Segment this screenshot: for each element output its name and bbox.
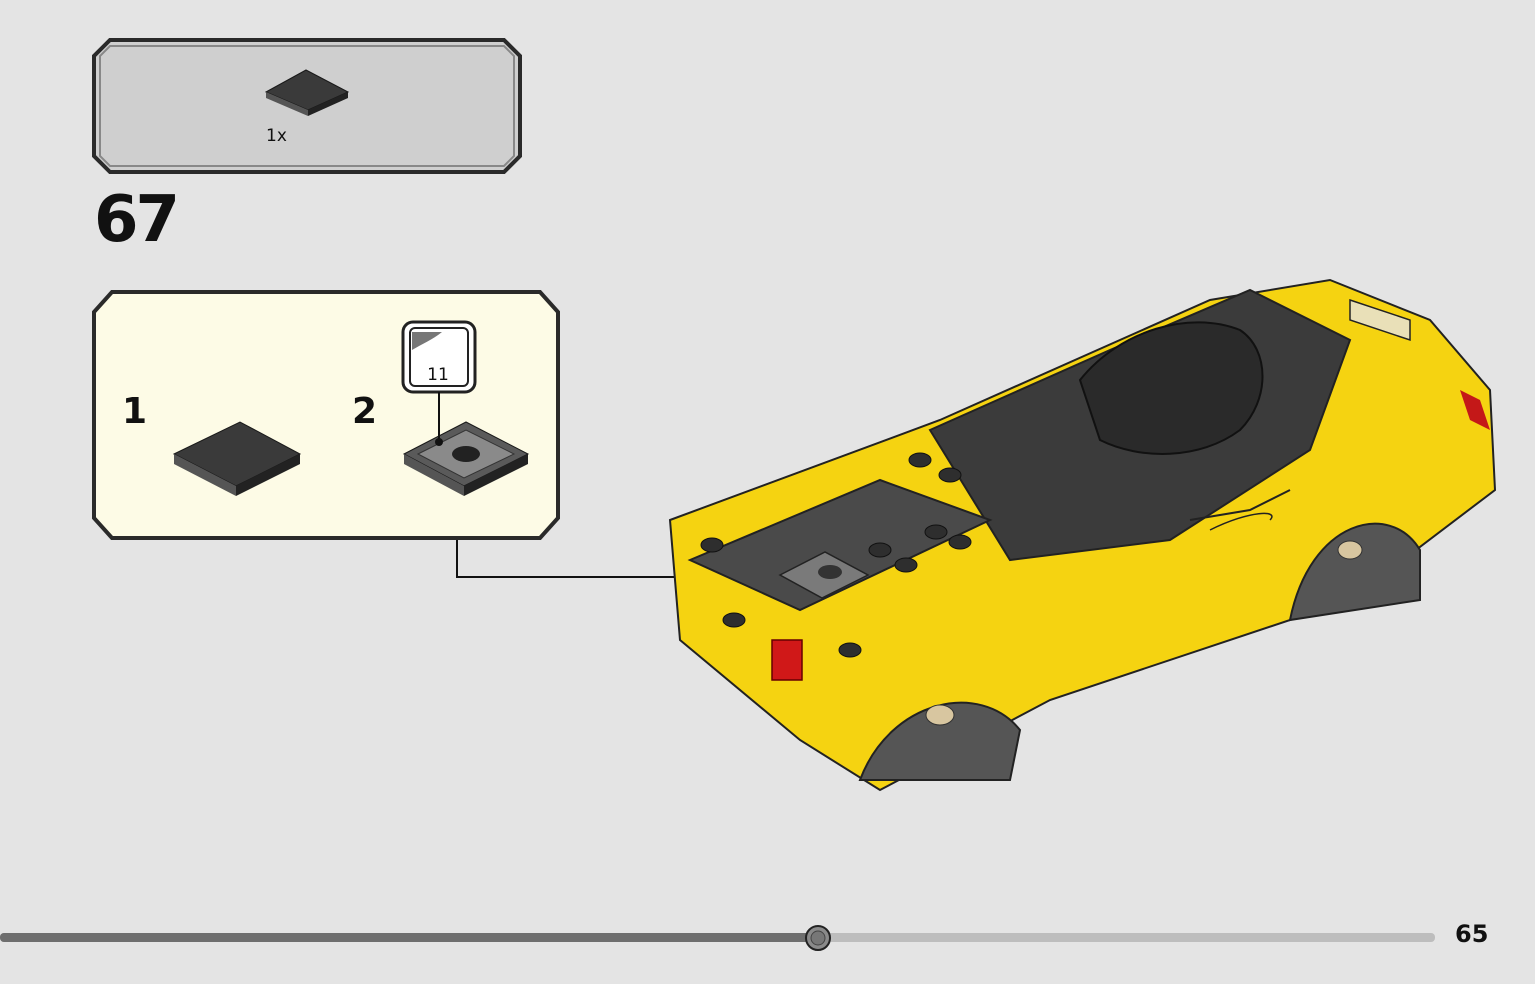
subassembly-box [92,290,560,540]
tile-icon [172,421,302,496]
page-number: 65 [1455,920,1489,948]
parts-list-box [92,38,522,174]
sticker-number: 11 [427,365,449,385]
substep-label: 2 [352,391,378,432]
sticker-callout [401,320,477,446]
progress-bar [0,925,1435,951]
part-quantity: 1x [266,126,287,146]
progress-fill [0,933,818,942]
car-model-illustration [668,278,1497,792]
part-tile-icon [264,69,350,116]
substep-label: 1 [122,391,148,432]
step-number: 67 [94,183,180,257]
